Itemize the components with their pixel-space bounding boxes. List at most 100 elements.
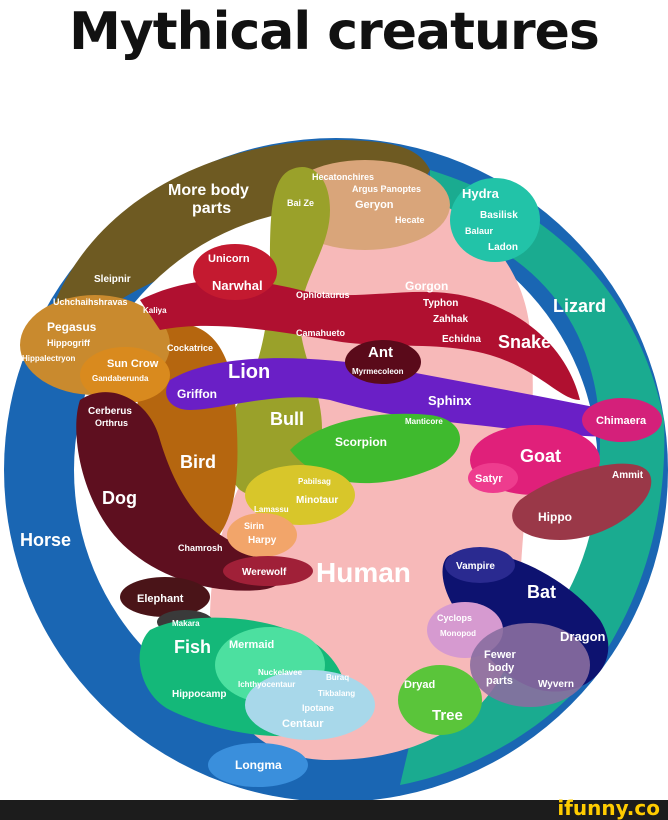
label-hecate: Hecate <box>395 215 425 225</box>
region-satyr <box>468 463 518 493</box>
label-buraq: Buraq <box>326 673 349 682</box>
label-cockatrice: Cockatrice <box>167 343 213 353</box>
label-dryad: Dryad <box>404 679 435 691</box>
label-ant: Ant <box>368 344 393 361</box>
label-myrmecoleon: Myrmecoleon <box>352 367 404 376</box>
label-sun-crow: Sun Crow <box>107 358 159 370</box>
region-chimaera <box>582 398 662 442</box>
label-nuckelavee: Nuckelavee <box>258 668 303 677</box>
label-werewolf: Werewolf <box>242 567 287 578</box>
label-narwhal: Narwhal <box>212 278 263 293</box>
region-snake <box>140 280 580 400</box>
label-pabilsag: Pabilsag <box>298 477 331 486</box>
label-scorpion: Scorpion <box>335 435 387 449</box>
label-tikbalang: Tikbalang <box>318 689 355 698</box>
region-scorpion <box>290 413 460 484</box>
label-ipotane: Ipotane <box>302 703 334 713</box>
region-tree <box>398 665 482 735</box>
label-harpy: Harpy <box>248 535 277 546</box>
region-longma <box>208 743 308 787</box>
label-uchchaihshravas: Uchchaihshravas <box>53 297 128 307</box>
label-snake: Snake <box>498 332 551 352</box>
region-unicorn <box>193 244 277 300</box>
label-typhon: Typhon <box>423 298 458 309</box>
label-longma: Longma <box>235 758 282 772</box>
label-orthrus: Orthrus <box>95 418 128 428</box>
label-chimaera: Chimaera <box>596 415 647 427</box>
label-basilisk: Basilisk <box>480 210 518 221</box>
label-gorgon: Gorgon <box>405 279 448 293</box>
label-fish: Fish <box>174 637 211 657</box>
region-minotaur <box>245 465 355 525</box>
label-bai-ze: Bai Ze <box>287 198 314 208</box>
label-bull: Bull <box>270 409 304 429</box>
label-kaliya: Kaliya <box>143 306 167 315</box>
label-vampire: Vampire <box>456 561 495 572</box>
region-ant <box>345 340 421 384</box>
label-satyr: Satyr <box>475 473 503 485</box>
label-ichthyocentaur: Ichthyocentaur <box>238 680 295 689</box>
region-elephant <box>120 577 210 617</box>
region-centaur <box>245 670 375 740</box>
region-bull <box>225 166 330 498</box>
label-hippalectryon: Hippalectryon <box>22 354 75 363</box>
label-unicorn: Unicorn <box>208 253 250 265</box>
label-goat: Goat <box>520 446 561 466</box>
label-bird: Bird <box>180 452 216 472</box>
label-camahueto: Camahueto <box>296 328 346 338</box>
label-sleipnir: Sleipnir <box>94 274 131 285</box>
region-sun-crow <box>80 347 170 403</box>
label-hecatonchires: Hecatonchires <box>312 172 374 182</box>
label-ophiotaurus: Ophiotaurus <box>296 290 350 300</box>
region-hydra <box>450 178 540 262</box>
label-hydra: Hydra <box>462 186 500 201</box>
label-geryon: Geryon <box>355 199 394 211</box>
label-pegasus: Pegasus <box>47 320 97 334</box>
label-minotaur: Minotaur <box>296 495 338 506</box>
label-gandaberunda: Gandaberunda <box>92 374 149 383</box>
label-lamassu: Lamassu <box>254 505 289 514</box>
region-werewolf <box>223 556 313 586</box>
region-fewer-body-parts <box>470 623 590 707</box>
label-argus: Argus Panoptes <box>352 184 421 194</box>
region-harpy <box>227 513 297 557</box>
label-lion: Lion <box>228 361 270 383</box>
label-centaur: Centaur <box>282 718 324 730</box>
label-sphinx: Sphinx <box>428 393 472 408</box>
region-lion <box>166 358 660 437</box>
label-hippocamp: Hippocamp <box>172 689 226 700</box>
label-human: Human <box>316 557 411 588</box>
label-horse: Horse <box>20 530 71 550</box>
label-monopod: Monopod <box>440 629 476 638</box>
label-bat: Bat <box>527 582 556 602</box>
region-hippo <box>512 463 652 540</box>
label-echidna: Echidna <box>442 334 481 345</box>
label-ammit: Ammit <box>612 470 644 481</box>
label-zahhak: Zahhak <box>433 314 468 325</box>
label-griffon: Griffon <box>177 387 217 401</box>
label-sirin: Sirin <box>244 521 264 531</box>
label-mermaid: Mermaid <box>229 639 274 651</box>
label-hippogriff: Hippogriff <box>47 338 91 348</box>
label-cerberus: Cerberus <box>88 406 132 417</box>
label-elephant: Elephant <box>137 593 184 605</box>
label-ladon: Ladon <box>488 242 518 253</box>
label-dog: Dog <box>102 488 137 508</box>
label-cyclops: Cyclops <box>437 613 472 623</box>
label-hippo: Hippo <box>538 510 572 524</box>
page-title: Mythical creatures <box>69 2 600 62</box>
label-makara: Makara <box>172 619 200 628</box>
label-tree: Tree <box>432 707 463 724</box>
label-dragon: Dragon <box>560 629 606 644</box>
region-vampire <box>445 547 515 583</box>
label-chamrosh: Chamrosh <box>178 543 223 553</box>
label-lizard: Lizard <box>553 296 606 316</box>
watermark-logo: ifunny.co <box>557 796 660 820</box>
label-balaur: Balaur <box>465 226 494 236</box>
footer-bar <box>0 800 668 820</box>
label-wyvern: Wyvern <box>538 679 574 690</box>
label-manticore: Manticore <box>405 417 443 426</box>
